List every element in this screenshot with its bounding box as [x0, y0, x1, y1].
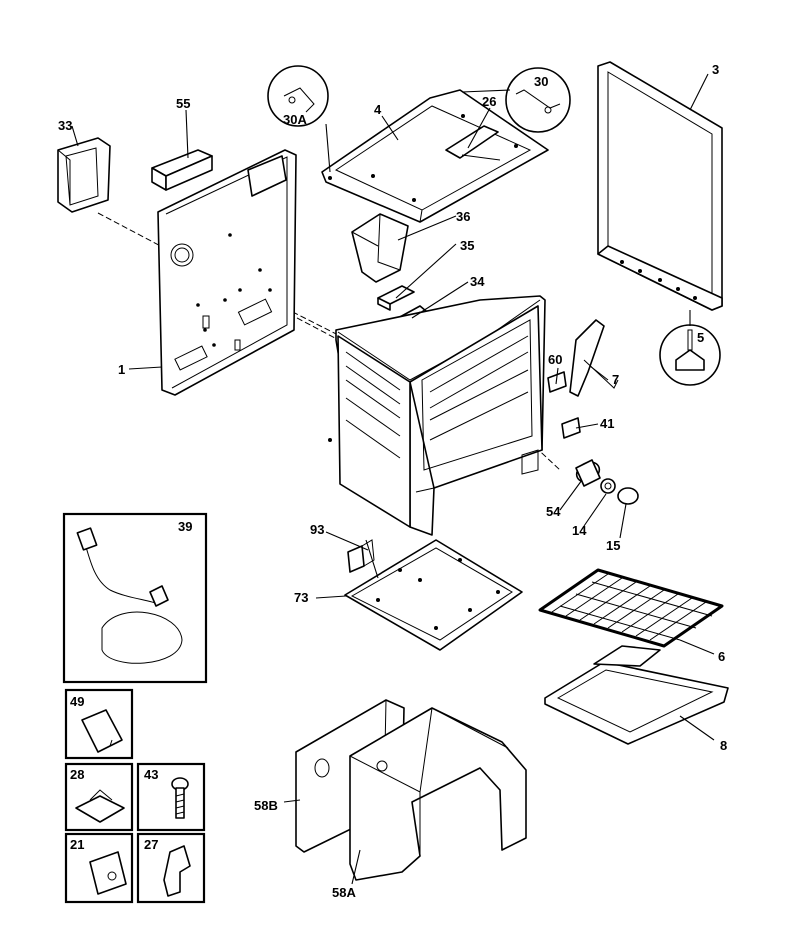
- callout-49: 49: [70, 694, 84, 709]
- part-6-oven-rack: [538, 568, 724, 648]
- callout-93: 93: [310, 522, 324, 537]
- inset-box-27: [136, 832, 206, 904]
- callout-3: 3: [712, 62, 719, 77]
- part-7-bracket: [569, 319, 619, 397]
- inset-box-39: [62, 512, 208, 684]
- callout-35: 35: [460, 238, 474, 253]
- callout-43: 43: [144, 767, 158, 782]
- callout-21: 21: [70, 837, 84, 852]
- callout-circle-5: [659, 310, 721, 386]
- callout-58a: 58A: [332, 885, 356, 900]
- callout-5: 5: [697, 330, 704, 345]
- part-4-top-panel: [321, 89, 549, 223]
- callout-39: 39: [178, 519, 192, 534]
- callout-6: 6: [718, 649, 725, 664]
- callout-27: 27: [144, 837, 158, 852]
- callout-1: 1: [118, 362, 125, 377]
- callout-circle-30a: [267, 65, 329, 127]
- callout-34: 34: [470, 274, 485, 289]
- callout-labels: 1 3 4 5 6 7 8 14 15 21 26 27 28 30 30A 3…: [58, 62, 727, 900]
- inset-box-21: [64, 832, 134, 904]
- callout-30: 30: [534, 74, 548, 89]
- callout-73: 73: [294, 590, 308, 605]
- callout-36: 36: [456, 209, 470, 224]
- leader-lines: [71, 73, 715, 885]
- callout-33: 33: [58, 118, 72, 133]
- part-1-back-panel: [157, 149, 297, 396]
- part-8-broil-pan: [544, 645, 729, 745]
- callout-60: 60: [548, 352, 562, 367]
- callout-54: 54: [546, 504, 561, 519]
- part-15-bulb: [617, 487, 639, 505]
- part-3-side-panel: [597, 61, 723, 311]
- part-60-clip: [547, 371, 567, 393]
- part-58a-arch-piece: [349, 707, 527, 881]
- callout-30a: 30A: [283, 112, 307, 127]
- inset-box-49: [64, 688, 134, 760]
- callout-58b: 58B: [254, 798, 278, 813]
- callout-41: 41: [600, 416, 614, 431]
- part-14-ring: [600, 478, 616, 494]
- callout-8: 8: [720, 738, 727, 753]
- part-33-bracket: [57, 137, 111, 213]
- callout-7: 7: [612, 372, 619, 387]
- oven-body: [328, 295, 546, 536]
- callout-55: 55: [176, 96, 190, 111]
- inset-box-28: [64, 762, 134, 832]
- part-55-insulation: [151, 149, 213, 191]
- part-54-light-socket: [575, 459, 601, 487]
- callout-15: 15: [606, 538, 620, 553]
- callout-circle-30: [505, 67, 571, 133]
- callout-4: 4: [374, 102, 382, 117]
- inset-box-43: [136, 762, 206, 832]
- part-41-clip: [561, 417, 581, 439]
- callout-26: 26: [482, 94, 496, 109]
- part-93-switch: [347, 539, 379, 579]
- callout-28: 28: [70, 767, 84, 782]
- part-73-bottom-panel: [344, 539, 523, 651]
- part-36-vent-duct: [351, 213, 409, 283]
- callout-14: 14: [572, 523, 587, 538]
